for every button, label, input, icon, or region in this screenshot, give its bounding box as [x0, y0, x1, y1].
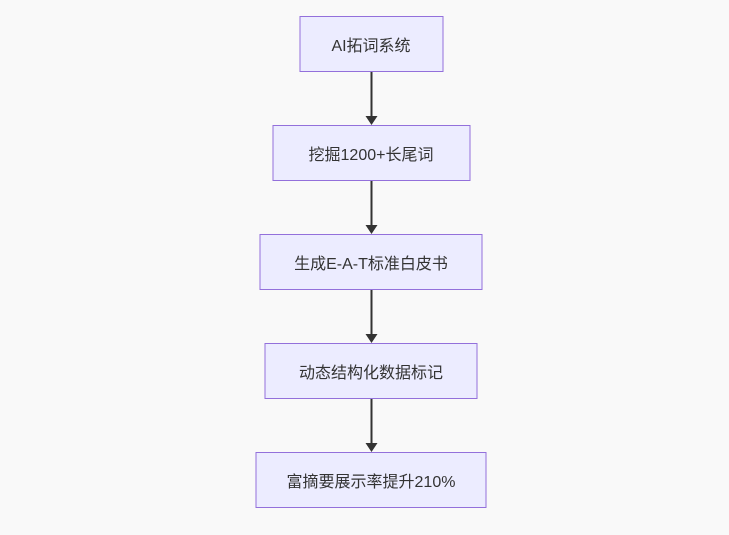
arrow-line — [370, 399, 372, 444]
arrow-head-icon — [365, 334, 377, 343]
flow-arrow-1 — [365, 72, 377, 125]
flow-node-label: 富摘要展示率提升210% — [286, 474, 456, 491]
arrow-line — [370, 181, 372, 226]
flow-node-label: 动态结构化数据标记 — [298, 365, 443, 382]
flow-node-ai-word-expansion: AI拓词系统 — [299, 16, 443, 72]
arrow-head-icon — [365, 225, 377, 234]
flow-node-label: 挖掘1200+长尾词 — [308, 147, 434, 164]
arrow-head-icon — [365, 443, 377, 452]
arrow-line — [370, 72, 372, 117]
flow-arrow-3 — [365, 290, 377, 343]
flow-arrow-2 — [365, 181, 377, 234]
flow-node-rich-snippet-result: 富摘要展示率提升210% — [255, 452, 487, 508]
flow-node-longtail-mining: 挖掘1200+长尾词 — [272, 125, 470, 181]
flow-node-label: 生成E-A-T标准白皮书 — [294, 256, 448, 273]
arrow-head-icon — [365, 116, 377, 125]
flow-node-eat-whitepaper: 生成E-A-T标准白皮书 — [259, 234, 483, 290]
arrow-line — [370, 290, 372, 335]
flow-node-structured-data-markup: 动态结构化数据标记 — [264, 343, 478, 399]
flowchart-column: AI拓词系统 挖掘1200+长尾词 生成E-A-T标准白皮书 动态结构化数据标记 — [255, 16, 487, 508]
flow-node-label: AI拓词系统 — [331, 38, 411, 55]
flow-arrow-4 — [365, 399, 377, 452]
